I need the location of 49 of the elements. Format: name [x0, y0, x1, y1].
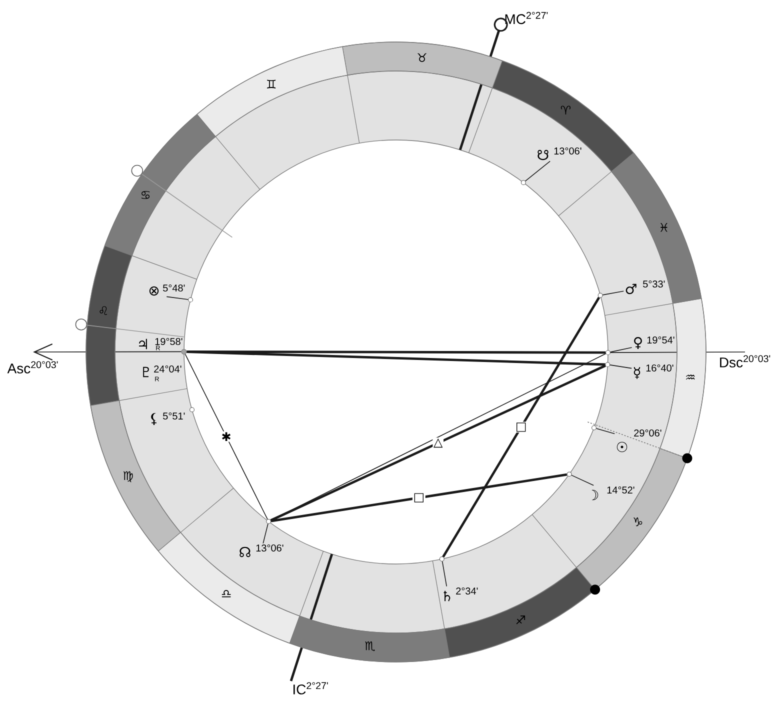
degree-label: 5°51' [163, 412, 185, 420]
aspect-line [442, 296, 600, 558]
zodiac-sign: ♓ [660, 222, 668, 232]
planet-glyph: ⊗ [148, 286, 160, 296]
zodiac-sign: ♑ [634, 517, 642, 526]
leader-line [602, 290, 624, 296]
leader-line [524, 160, 550, 182]
leader-line [610, 347, 632, 352]
degree-label: 14°52' [607, 486, 634, 494]
planet-glyph: ☊ [238, 546, 252, 558]
zodiac-sign: ♋ [142, 191, 150, 199]
axis-label: Dsc$^{20°03'}$ [720, 355, 770, 368]
aspect-line [186, 350, 606, 354]
aspect-line [184, 354, 268, 520]
axis-label: IC$^{2°27'}$ [294, 682, 328, 694]
degree-label: 13°06' [554, 147, 582, 155]
leader-line [262, 523, 268, 544]
axis-label: Asc$^{20°03'}$ [7, 361, 58, 374]
degree-label: 16°40' [646, 364, 674, 372]
zodiac-sign: ♊ [267, 80, 276, 88]
leader-line [571, 474, 594, 486]
degree-label: 2°34' [456, 587, 478, 595]
degree-label: 29°06' [634, 429, 662, 437]
degree-label: 19°54' [647, 336, 674, 344]
aspect-line [270, 473, 568, 522]
degree-label: 24°04' [154, 365, 182, 373]
zodiac-sign: ♐ [516, 616, 526, 624]
leader-line [442, 561, 448, 587]
leader-line [610, 364, 632, 369]
planet-glyph: ♀ [632, 336, 644, 350]
zodiac-sign: ♌ [100, 306, 108, 315]
degree-label: 13°06' [256, 544, 284, 552]
leader-line [596, 428, 616, 434]
zodiac-sign: ♉ [418, 53, 426, 62]
degree-label: 5°48' [163, 284, 185, 292]
axis-label: MC$^{2°27'}$ [505, 12, 548, 24]
leader-line [166, 296, 188, 300]
zodiac-sign: ♒ [686, 374, 695, 380]
zodiac-sign: ♈ [560, 106, 571, 114]
zodiac-sign: ♎ [222, 590, 231, 598]
degree-label: 5°33' [643, 280, 665, 288]
ring-marker [75, 318, 88, 330]
planet-glyph: ☽ [586, 490, 600, 501]
planet-glyph: ☋ [536, 150, 550, 160]
planet-glyph: ⚸ [148, 412, 160, 426]
zodiac-sign: ♍ [123, 471, 133, 482]
ring-marker [131, 164, 144, 177]
zodiac-sign: ♏ [365, 641, 375, 652]
degree-label: 19°58' [155, 338, 182, 346]
